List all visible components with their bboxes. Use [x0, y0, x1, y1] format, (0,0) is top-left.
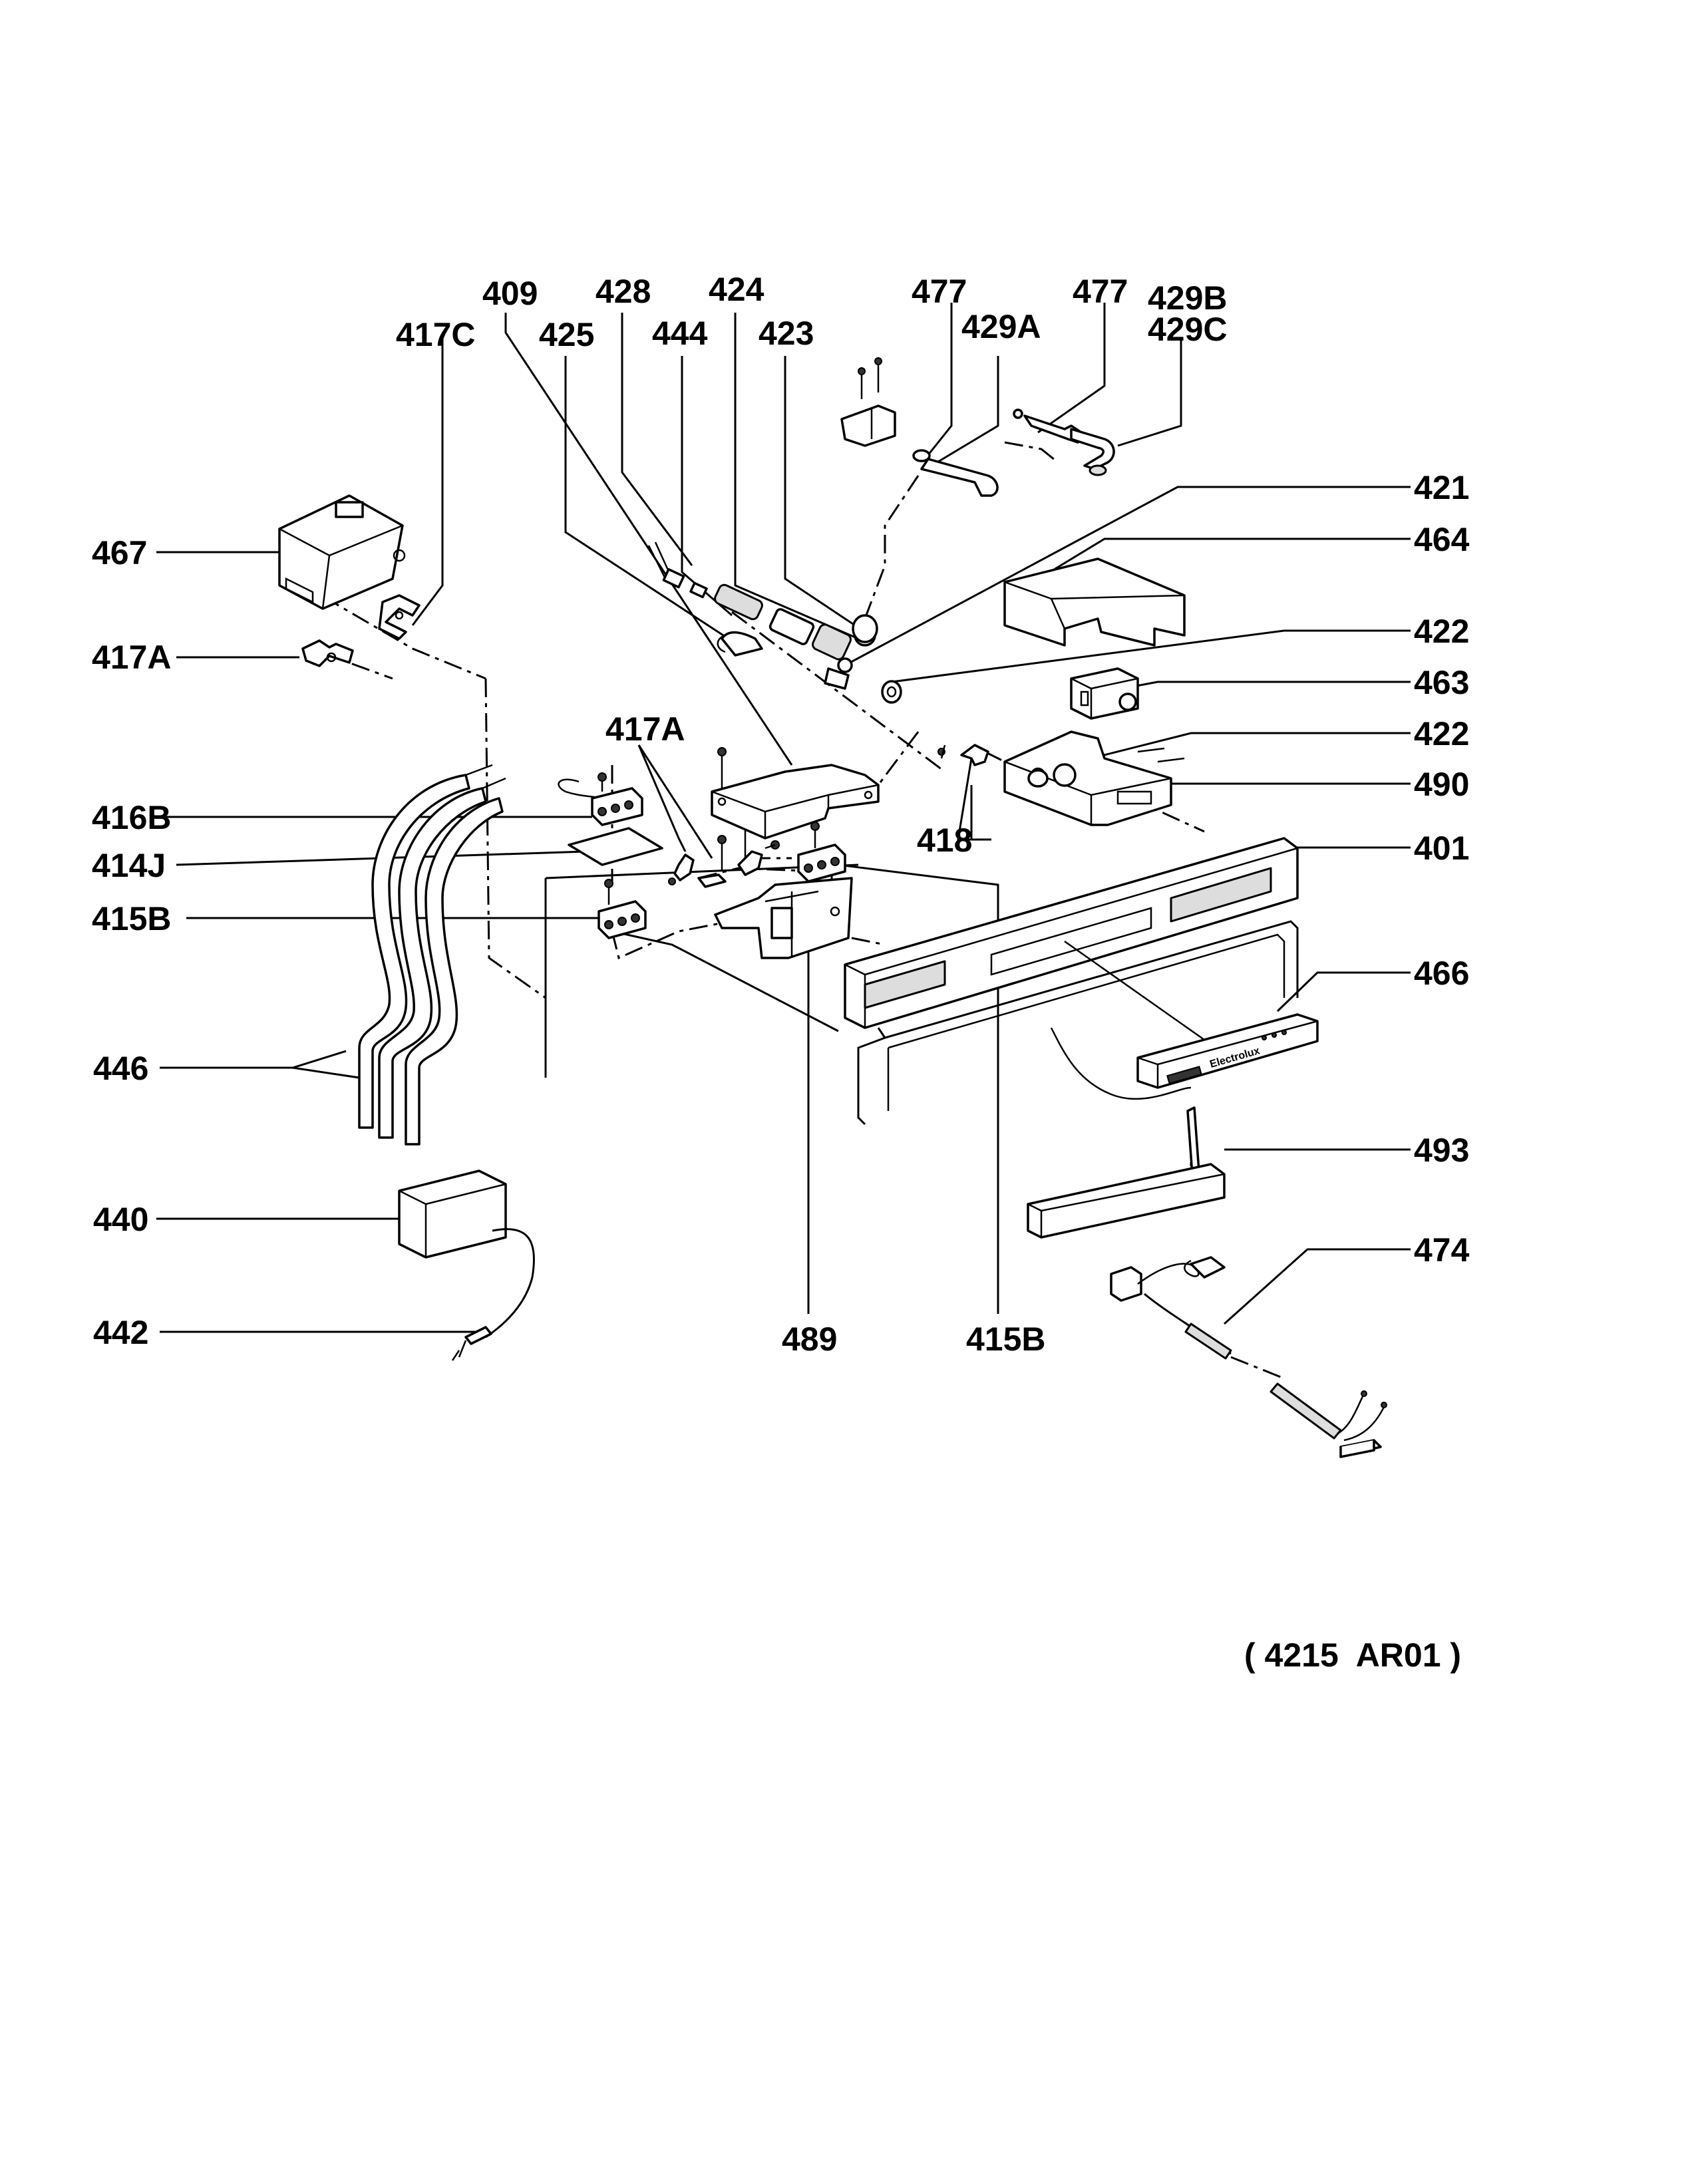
label-466: 466 — [1414, 955, 1469, 992]
nut-422-lower — [1027, 769, 1049, 788]
label-409: 409 — [482, 275, 538, 312]
label-463: 463 — [1414, 664, 1469, 701]
label-474: 474 — [1414, 1231, 1470, 1269]
bracket-plate-489 — [714, 877, 853, 959]
sensor-442 — [451, 1326, 492, 1361]
part-labels: 409 428 424 477 477 429B 429C 417C 425 4… — [92, 271, 1470, 1358]
label-446: 446 — [93, 1050, 148, 1087]
box-440 — [398, 1170, 535, 1338]
label-429b: 429B — [1148, 279, 1228, 317]
clips-417a-mid — [668, 820, 780, 888]
label-428: 428 — [595, 273, 651, 310]
label-490: 490 — [1414, 766, 1469, 803]
wiring-harness-474 — [1110, 1256, 1387, 1458]
label-489: 489 — [782, 1321, 837, 1358]
label-477-a: 477 — [912, 273, 967, 310]
label-417c: 417C — [396, 316, 476, 353]
label-429a: 429A — [961, 308, 1041, 345]
sheet-414j — [568, 827, 663, 866]
label-467: 467 — [92, 534, 147, 571]
chassis-bracket-490 — [1003, 730, 1185, 826]
label-414j: 414J — [92, 847, 166, 884]
label-401: 401 — [1414, 830, 1469, 867]
label-425: 425 — [539, 316, 594, 353]
pipe-429bc — [1013, 408, 1115, 476]
clip-418 — [937, 744, 989, 766]
label-417a-left: 417A — [92, 639, 172, 676]
diagram-reference-code: ( 4215 AR01 ) — [1244, 1637, 1461, 1674]
label-493: 493 — [1414, 1132, 1469, 1169]
label-477-b: 477 — [1073, 273, 1128, 310]
terminal-block-415b-left — [597, 879, 647, 939]
label-429c: 429C — [1148, 311, 1228, 348]
label-424: 424 — [709, 271, 764, 308]
label-418: 418 — [917, 822, 972, 859]
control-module-467 — [278, 494, 406, 610]
label-415b-bottom: 415B — [966, 1321, 1046, 1358]
label-423: 423 — [759, 315, 814, 352]
label-444: 444 — [652, 315, 708, 352]
pipe-429a — [840, 357, 999, 497]
label-421: 421 — [1414, 469, 1469, 506]
cover-bracket-409 — [711, 747, 880, 840]
label-464: 464 — [1414, 521, 1470, 558]
label-440: 440 — [93, 1201, 148, 1238]
label-422-a: 422 — [1414, 613, 1469, 650]
switch-463 — [1070, 667, 1139, 720]
heater-tubes-446 — [358, 764, 506, 1146]
cover-464 — [1003, 557, 1186, 647]
label-415b-left: 415B — [92, 900, 172, 937]
clip-417a-left — [301, 639, 354, 667]
terminal-block-415b-right — [797, 822, 846, 883]
control-board-466: Electrolux — [1136, 1013, 1319, 1089]
control-panel-401 — [844, 837, 1299, 1126]
label-416b: 416B — [92, 799, 172, 836]
probe-493 — [1027, 1027, 1226, 1239]
bracket-417c — [378, 594, 421, 640]
label-442: 442 — [93, 1314, 148, 1351]
terminal-block-416b — [558, 772, 643, 826]
label-417a-mid: 417A — [605, 710, 685, 748]
valve-chain — [647, 542, 878, 690]
nut-422-upper — [881, 680, 902, 704]
label-422-b: 422 — [1414, 715, 1469, 752]
